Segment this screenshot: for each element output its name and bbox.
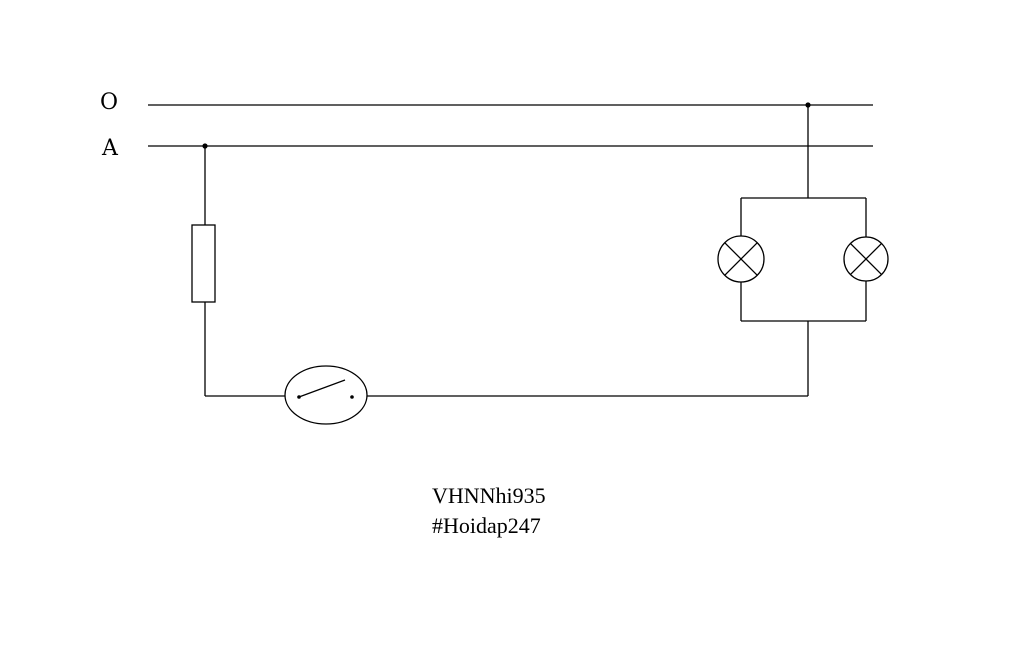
credit-author: VHNNhi935 (432, 483, 546, 508)
fuse-icon (191, 224, 216, 303)
switch-icon (284, 365, 368, 425)
lamp-icon (843, 236, 889, 282)
credit-block: VHNNhi935 #Hoidap247 (432, 481, 546, 541)
line-label-a: A (101, 136, 119, 161)
line-label-o: O (100, 90, 118, 115)
lamp-icon (717, 235, 765, 283)
credit-tag: #Hoidap247 (432, 513, 541, 538)
